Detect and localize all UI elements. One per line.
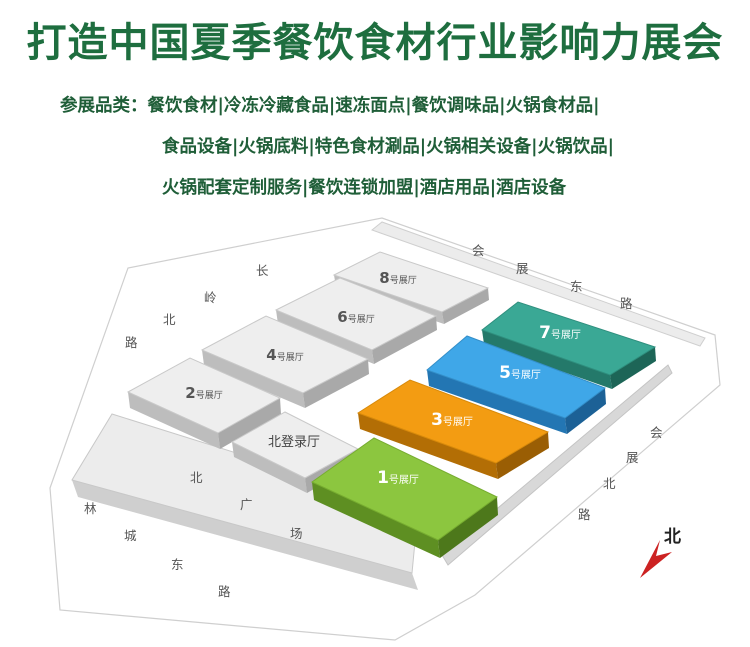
hall-3-suffix: 号展厅 [443,416,473,428]
svg-text:2号展厅: 2号展厅 [185,384,222,402]
road-right-char-2: 展 [626,450,639,465]
hall-4[interactable]: 4号展厅 [200,315,370,408]
road-right-char-1: 会 [650,425,663,440]
hall-5-number: 5 [499,363,511,383]
hall-1-suffix: 号展厅 [389,474,419,486]
svg-text:1号展厅: 1号展厅 [377,468,419,488]
hall-4-number: 4 [266,346,276,364]
north-registration-label: 北登录厅 [268,435,320,450]
road-left-char-2: 岭 [204,290,217,305]
svg-text:5号展厅: 5号展厅 [499,363,541,383]
road-top-char-2: 展 [516,261,529,276]
hall-8-number: 8 [379,269,389,287]
svg-text:8号展厅: 8号展厅 [379,269,416,287]
hall-6-suffix: 号展厅 [348,314,375,325]
compass: 北 [640,527,681,578]
north-plaza-side [72,480,418,590]
hall-5[interactable]: 5号展厅 [426,335,607,434]
hall-8-suffix: 号展厅 [390,275,417,286]
plaza-char-2: 广 [240,497,253,512]
road-bottom-char-1: 林 [84,501,97,516]
hall-7[interactable]: 7号展厅 [480,301,657,389]
hall-3[interactable]: 3号展厅 [356,379,550,479]
hall-5-suffix: 号展厅 [511,369,541,381]
hall-2-number: 2 [185,384,195,402]
road-top-char-3: 东 [570,279,583,294]
plaza-char-3: 场 [290,526,303,541]
page-title: 打造中国夏季餐饮食材行业影响力展会 [26,20,724,66]
svg-text:3号展厅: 3号展厅 [431,410,473,430]
road-left-char-4: 路 [125,335,138,350]
category-line-1: 参展品类：餐饮食材|冷冻冷藏食品|速冻面点|餐饮调味品|火锅食材品| [60,96,600,116]
hall-4-suffix: 号展厅 [277,352,304,363]
road-top-char-4: 路 [620,296,633,311]
category-line-3: 火锅配套定制服务|餐饮连锁加盟|酒店用品|酒店设备 [162,178,567,198]
svg-text:6号展厅: 6号展厅 [337,308,374,326]
north-arrow-icon [640,540,672,578]
hall-2-suffix: 号展厅 [196,390,223,401]
compass-label: 北 [664,527,681,547]
svg-text:7号展厅: 7号展厅 [539,323,581,343]
road-right-char-3: 北 [603,476,616,491]
hall-6-number: 6 [337,308,347,326]
category-line-2: 食品设备|火锅底料|特色食材涮品|火锅相关设备|火锅饮品| [162,137,614,157]
road-right-char-4: 路 [578,507,591,522]
east-strip [441,364,673,566]
road-top-char-1: 会 [472,243,485,258]
hall-3-number: 3 [431,410,443,430]
site-boundary [49,217,721,641]
plaza-char-1: 北 [190,470,203,485]
road-left-char-1: 长 [256,263,269,278]
top-strip [370,221,706,347]
hall-1[interactable]: 1号展厅 [311,437,498,558]
hall-7-number: 7 [539,323,551,343]
road-bottom-char-2: 城 [124,528,137,543]
hall-2[interactable]: 2号展厅 [126,357,282,449]
hall-6[interactable]: 6号展厅 [274,277,438,364]
svg-text:4号展厅: 4号展厅 [266,346,303,364]
road-bottom-char-4: 路 [218,584,231,599]
hall-1-number: 1 [377,468,389,488]
hall-7-suffix: 号展厅 [551,329,581,341]
road-bottom-char-3: 东 [171,557,184,572]
road-left-char-3: 北 [163,312,176,327]
